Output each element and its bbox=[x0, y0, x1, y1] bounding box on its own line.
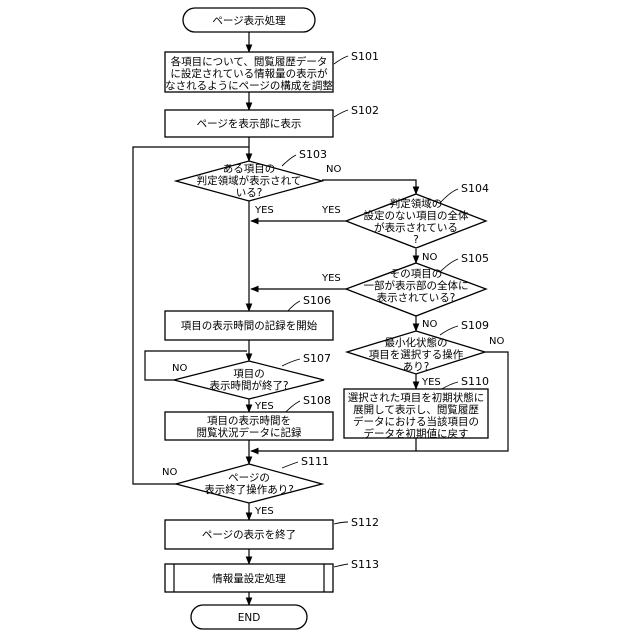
s105-yes-label: YES bbox=[321, 273, 341, 284]
s103-line-2: 判定領域が表示されて bbox=[197, 174, 302, 187]
s104-no-label: NO bbox=[422, 252, 437, 263]
s111-line-2: 表示終了操作あり? bbox=[204, 483, 294, 496]
s111-yes-label: YES bbox=[254, 506, 274, 517]
s110-line-2: 展開して表示し、閲覧履歴 bbox=[353, 403, 479, 416]
process-s102: ページを表示部に表示 S102 bbox=[165, 104, 379, 137]
s104-line-1: 判定領域の bbox=[390, 197, 443, 210]
s101-id: S101 bbox=[351, 50, 379, 63]
s105-id: S105 bbox=[461, 252, 489, 265]
s110-line-1: 選択された項目を初期状態に bbox=[348, 391, 485, 404]
s105-no-label: NO bbox=[422, 319, 437, 330]
s110-line-4: データを初期値に戻す bbox=[364, 427, 469, 440]
s109-line-2: 項目を選択する操作 bbox=[369, 348, 464, 361]
s109-id: S109 bbox=[461, 319, 489, 332]
s107-no-label: NO bbox=[172, 363, 187, 374]
s107-id: S107 bbox=[303, 352, 331, 365]
s110-id: S110 bbox=[461, 375, 489, 388]
s109-line-3: あり? bbox=[403, 361, 430, 373]
s113-text: 情報量設定処理 bbox=[212, 572, 286, 585]
s103-line-3: いる? bbox=[236, 187, 263, 199]
s108-id: S108 bbox=[303, 394, 331, 407]
s105-line-2: 一部が表示部の全体に bbox=[364, 279, 469, 292]
s106-text: 項目の表示時間の記録を開始 bbox=[181, 319, 318, 332]
s107-line-2: 表示時間が終了? bbox=[209, 379, 288, 392]
s109-no-label: NO bbox=[489, 336, 504, 347]
start-label: ページ表示処理 bbox=[212, 14, 286, 27]
s109-line-1: 最小化状態の bbox=[385, 336, 448, 349]
s103-yes-label: YES bbox=[254, 205, 274, 216]
s113-id: S113 bbox=[351, 558, 379, 571]
s112-id: S112 bbox=[351, 516, 379, 529]
s104-line-3: が表示されている bbox=[374, 221, 458, 234]
s107-line-1: 項目の bbox=[233, 368, 265, 380]
s102-text: ページを表示部に表示 bbox=[197, 117, 302, 130]
end-label: END bbox=[238, 612, 261, 624]
s103-id: S103 bbox=[299, 148, 327, 161]
s111-id: S111 bbox=[301, 455, 329, 468]
s110-line-3: データにおける当該項目の bbox=[353, 415, 479, 428]
s108-line-2: 閲覧状況データに記録 bbox=[197, 426, 302, 439]
s108-line-1: 項目の表示時間を bbox=[207, 414, 291, 427]
decision-s103: ある項目の 判定領域が表示されて いる? S103 NO YES bbox=[176, 148, 341, 216]
s105-line-3: 表示されている? bbox=[377, 291, 456, 304]
end-terminal: END bbox=[191, 605, 307, 629]
s104-line-4: ? bbox=[413, 234, 419, 246]
process-s112: ページの表示を終了 S112 bbox=[165, 516, 379, 549]
s109-yes-label: YES bbox=[421, 377, 441, 388]
s105-line-1: その項目の bbox=[390, 268, 443, 280]
s101-line-1: 各項目について、閲覧履歴データ bbox=[171, 55, 328, 68]
s103-no-label: NO bbox=[326, 164, 341, 175]
s104-line-2: 設定のない項目の全体 bbox=[364, 209, 469, 222]
s112-text: ページの表示を終了 bbox=[202, 528, 296, 541]
decision-s111: ページの 表示終了操作あり? S111 NO YES bbox=[162, 455, 329, 517]
s104-yes-label: YES bbox=[321, 205, 341, 216]
subroutine-s113: 情報量設定処理 S113 bbox=[165, 558, 379, 592]
s101-line-2: に設定されている情報量の表示が bbox=[170, 67, 328, 80]
decision-s104: 判定領域の 設定のない項目の全体 が表示されている ? S104 YES NO bbox=[321, 182, 489, 263]
s111-no-label: NO bbox=[162, 467, 177, 478]
s101-line-3: なされるようにページの構成を調整 bbox=[165, 79, 333, 92]
s102-id: S102 bbox=[351, 104, 379, 117]
start-terminal: ページ表示処理 bbox=[183, 8, 315, 32]
s103-line-1: ある項目の bbox=[223, 163, 276, 175]
s106-id: S106 bbox=[303, 294, 331, 307]
s107-yes-label: YES bbox=[254, 401, 274, 412]
s104-id: S104 bbox=[461, 182, 489, 195]
s111-line-1: ページの bbox=[228, 472, 270, 484]
